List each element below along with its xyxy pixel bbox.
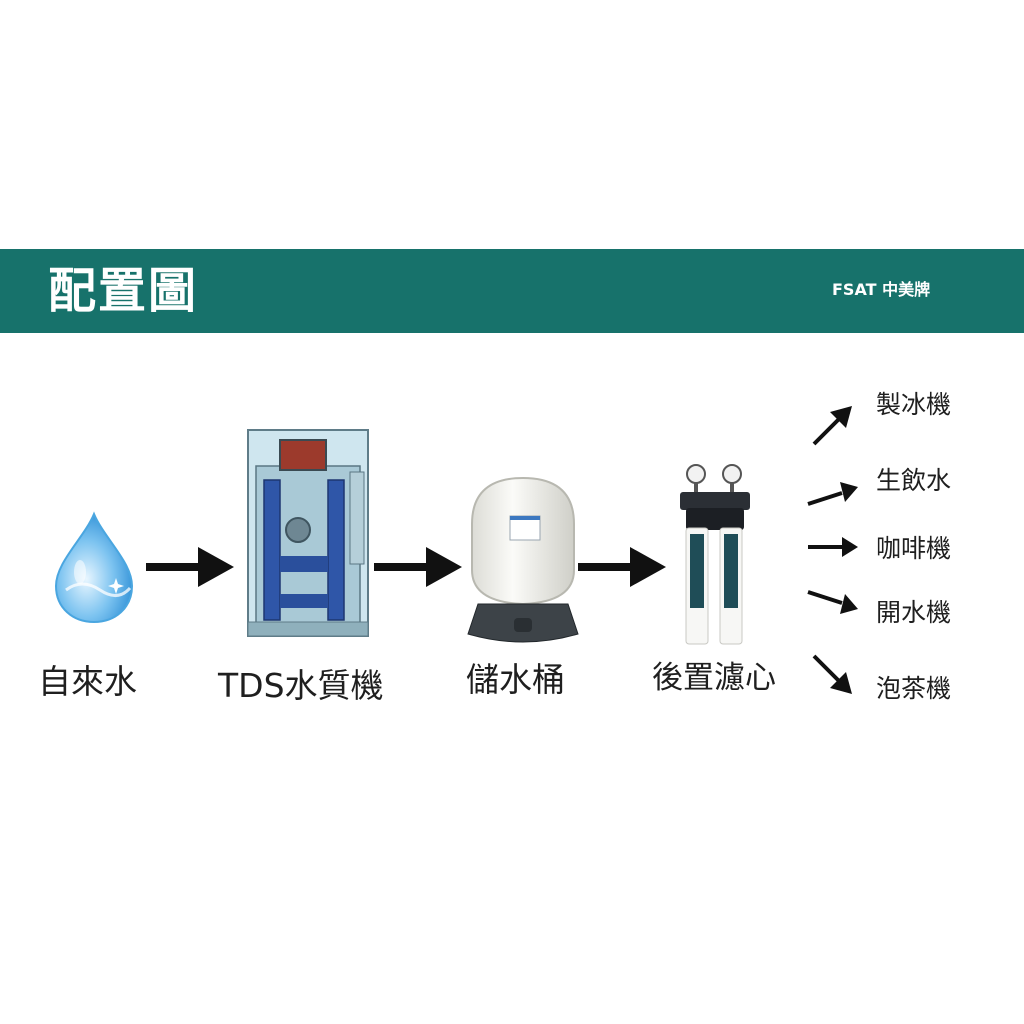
flow-arrow — [374, 547, 462, 587]
storage-tank-icon — [467, 476, 579, 643]
stage-label-storage-tank: 儲水桶 — [466, 660, 565, 699]
header-banner: 配置圖 FSAT 中美牌 — [0, 249, 1024, 333]
stage-label-post-filter: 後置濾心 — [652, 660, 776, 696]
post-filter-icon — [680, 464, 750, 645]
water-drop-icon — [54, 511, 134, 624]
brand-label: FSAT 中美牌 — [832, 280, 931, 299]
output-arrow-drinking-water — [807, 482, 858, 506]
output-label-coffee-machine: 咖啡機 — [876, 534, 952, 563]
output-label-boiling-water: 開水機 — [876, 598, 952, 627]
stage-label-tds-machine: TDS水質機 — [218, 666, 384, 705]
output-arrow-tea-machine — [812, 654, 852, 694]
flow-arrow — [578, 547, 666, 587]
output-arrow-boiling-water — [807, 590, 858, 614]
flow-arrow — [146, 547, 234, 587]
output-label-drinking-water: 生飲水 — [876, 466, 952, 495]
output-label-ice-maker: 製冰機 — [876, 390, 952, 419]
page-title: 配置圖 — [48, 263, 199, 319]
output-arrow-coffee-machine — [808, 537, 858, 557]
output-label-tea-machine: 泡茶機 — [876, 674, 952, 703]
tds-machine-icon — [247, 429, 369, 637]
output-arrow-ice-maker — [812, 406, 852, 446]
stage-label-tap-water: 自來水 — [38, 662, 137, 701]
